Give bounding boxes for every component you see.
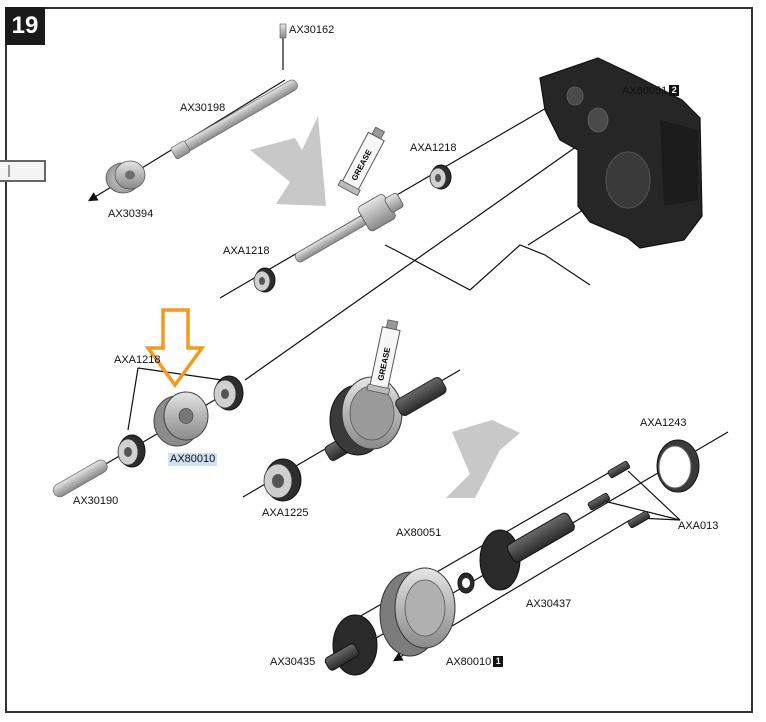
label-ax30435: AX30435 [270, 656, 316, 668]
label-axa1218-left: AXA1218 [114, 354, 161, 366]
pin-part [279, 23, 287, 39]
label-axa1243: AXA1243 [640, 417, 687, 429]
shaft-part [170, 79, 298, 160]
label-ax80010-bottom-text: AX80010 [446, 656, 492, 668]
ref-number-badge: 1 [493, 656, 504, 667]
label-ax30190: AX30190 [73, 495, 119, 507]
seal-part [656, 439, 700, 493]
label-ax30162: AX30162 [289, 24, 335, 36]
small-gear-part [105, 160, 146, 194]
bottom-spur-gear-part [379, 567, 456, 657]
direction-arrow-down [250, 116, 326, 206]
label-ax30394: AX30394 [108, 208, 154, 220]
gearbox-case-part [539, 57, 703, 249]
idler-gear-part [153, 391, 209, 447]
label-ax80010-highlighted: AX80010 [168, 453, 218, 466]
ref-number-badge: 2 [669, 85, 680, 96]
highlight-arrow [144, 308, 206, 388]
bearing-large [263, 458, 302, 502]
grease-tube-upper: GREASE [337, 126, 386, 197]
direction-arrow-up [446, 420, 520, 498]
label-ax30437: AX30437 [526, 598, 572, 610]
screw-parts [587, 460, 651, 529]
idler-pin-part [52, 459, 108, 498]
label-axa1225: AXA1225 [262, 507, 309, 519]
step-number-badge: 19 [5, 7, 45, 45]
label-ax30198: AX30198 [180, 102, 226, 114]
label-axa013: AXA013 [678, 520, 719, 532]
input-shaft-part [294, 192, 404, 263]
diagram-frame [5, 7, 753, 713]
diff-gear-assembly [324, 376, 447, 461]
label-axa1218-upper: AXA1218 [410, 142, 457, 154]
bearing-left-upper [213, 375, 244, 411]
small-washer-part [457, 572, 475, 594]
bearing-middle [253, 267, 276, 293]
output-shaft-part [479, 512, 575, 591]
grease-tube-lower: GREASE [366, 319, 401, 395]
label-ax80051-top-text: AX80051 [622, 85, 668, 97]
label-ax80051-small: AX80051 [396, 527, 442, 539]
bearing-left-lower [117, 434, 146, 468]
page-tab [0, 160, 46, 182]
label-axa1218-middle: AXA1218 [223, 245, 270, 257]
output-cup-part [324, 614, 378, 676]
bearing-upper [429, 164, 452, 190]
